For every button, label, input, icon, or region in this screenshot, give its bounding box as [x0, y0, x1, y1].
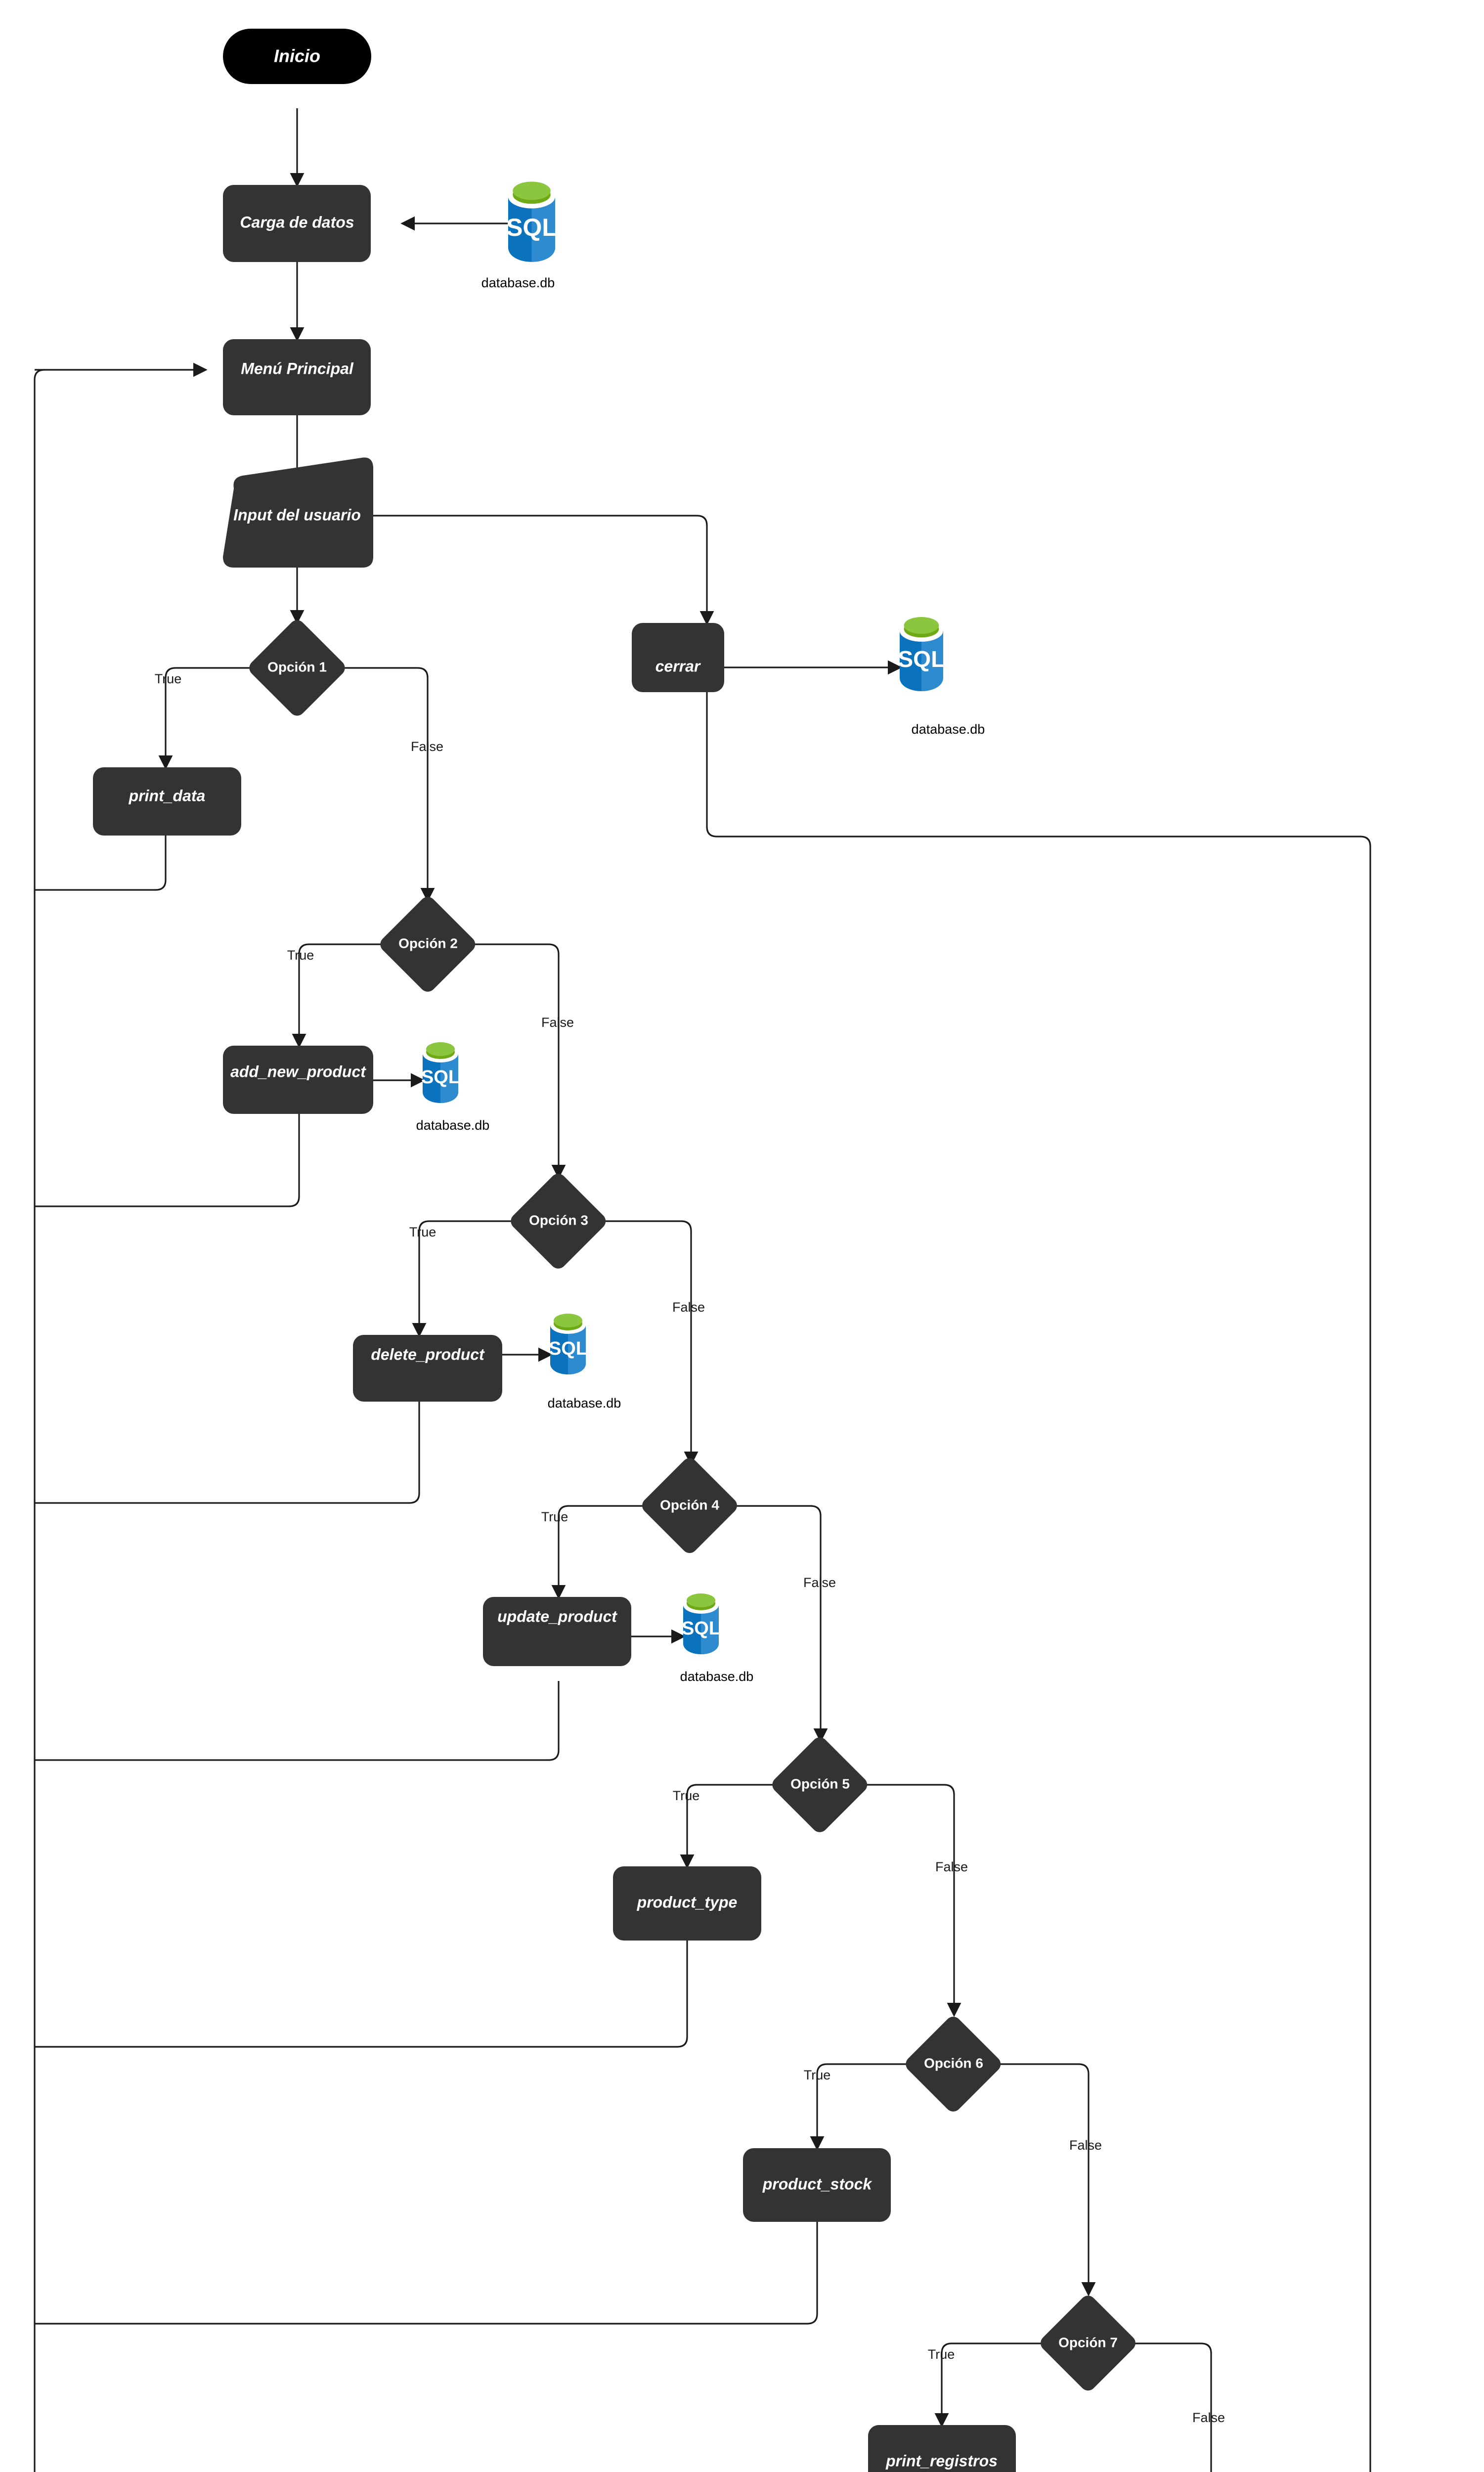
svg-text:add_new_product: add_new_product	[230, 1062, 366, 1080]
decision-opcion7[interactable]: Opción 7	[1037, 2293, 1138, 2394]
label-opcion2-false: False	[541, 1015, 574, 1030]
edge-opcion1-false	[333, 667, 435, 902]
label-opcion3-true: True	[409, 1225, 436, 1239]
node-carga-de-datos[interactable]: Carga de datos	[223, 185, 371, 262]
svg-text:Opción 2: Opción 2	[398, 935, 458, 951]
node-menu-principal[interactable]: Menú Principal	[223, 339, 371, 415]
decision-opcion3[interactable]: Opción 3	[508, 1170, 609, 1272]
decision-opcion6[interactable]: Opción 6	[903, 2013, 1004, 2115]
edge-opcion7-true	[934, 2342, 1052, 2428]
edge-opcion2-false	[464, 943, 566, 1179]
svg-text:product_type: product_type	[637, 1893, 738, 1911]
svg-text:Input del usuario: Input del usuario	[233, 506, 361, 524]
edge-opcion2-true	[292, 943, 393, 1048]
edge-input-cerrar	[373, 515, 714, 625]
node-add-new-product[interactable]: add_new_product	[223, 1046, 373, 1114]
left-return-rail	[34, 369, 45, 2472]
label-opcion3-false: False	[672, 1300, 705, 1315]
node-product-type[interactable]: product_type	[613, 1866, 761, 1941]
edge-printdata-return	[35, 836, 167, 891]
edge-opcion1-true	[158, 667, 261, 770]
database-cerrar: database.db	[898, 617, 985, 737]
node-product-stock[interactable]: product_stock	[743, 2148, 891, 2222]
svg-text:product_stock: product_stock	[762, 2175, 873, 2193]
label-opcion7-false: False	[1192, 2410, 1225, 2425]
edge-opcion4-true	[551, 1505, 654, 1599]
svg-text:Opción 4: Opción 4	[660, 1497, 719, 1512]
edge-addnew-return	[35, 1114, 300, 1207]
svg-text:Opción 6: Opción 6	[924, 2055, 983, 2071]
svg-text:Carga de datos: Carga de datos	[240, 213, 354, 231]
edge-productstock-return	[35, 2222, 818, 2325]
edge-opcion5-true	[680, 1784, 784, 1869]
edge-opcion6-false	[990, 2063, 1096, 2296]
node-update-product[interactable]: update_product	[483, 1597, 631, 1666]
edge-opcion5-false	[856, 1784, 961, 2017]
edge-opcion4-false	[726, 1505, 828, 1743]
database-carga-label: database.db	[481, 275, 555, 290]
node-print-data[interactable]: print_data	[93, 767, 241, 836]
svg-text:delete_product: delete_product	[371, 1345, 485, 1363]
database-delete-label: database.db	[548, 1396, 621, 1411]
edge-opcion3-true	[412, 1220, 523, 1337]
svg-text:Opción 7: Opción 7	[1058, 2335, 1118, 2350]
database-update-label: database.db	[680, 1669, 754, 1684]
edge-producttype-return	[35, 1941, 688, 2048]
database-update-product: database.db	[680, 1593, 754, 1684]
label-opcion4-false: False	[803, 1575, 836, 1590]
label-opcion2-true: True	[287, 948, 314, 963]
label-opcion6-true: True	[804, 2068, 831, 2082]
label-opcion7-true: True	[928, 2347, 955, 2362]
database-cerrar-label: database.db	[912, 722, 985, 737]
svg-text:Opción 5: Opción 5	[790, 1776, 850, 1791]
label-opcion5-false: False	[935, 1859, 968, 1874]
svg-text:Inicio: Inicio	[274, 46, 320, 66]
database-add-new-product: database.db	[416, 1042, 490, 1133]
database-delete-product: database.db	[548, 1314, 621, 1411]
svg-text:print_data: print_data	[129, 787, 206, 804]
database-carga: database.db	[481, 181, 558, 290]
node-inicio[interactable]: Inicio	[223, 29, 371, 84]
decision-opcion4[interactable]: Opción 4	[639, 1455, 740, 1556]
svg-text:Menú Principal: Menú Principal	[241, 359, 354, 377]
label-opcion1-false: False	[411, 739, 443, 754]
database-add-label: database.db	[416, 1118, 490, 1133]
edge-update-return	[35, 1681, 560, 1761]
label-opcion6-false: False	[1069, 2138, 1102, 2153]
label-opcion4-true: True	[541, 1509, 568, 1524]
svg-text:cerrar: cerrar	[655, 657, 701, 675]
svg-text:print_registros: print_registros	[885, 2452, 998, 2470]
label-opcion5-true: True	[673, 1788, 700, 1803]
edge-delete-return	[35, 1402, 420, 1504]
node-print-registros[interactable]: print_registros	[868, 2425, 1016, 2472]
svg-text:Opción 1: Opción 1	[267, 659, 327, 674]
decision-opcion5[interactable]: Opción 5	[769, 1734, 871, 1835]
edge-opcion6-true	[810, 2063, 917, 2151]
label-opcion1-true: True	[155, 671, 182, 686]
node-cerrar[interactable]: cerrar	[632, 623, 724, 692]
edge-opcion3-false	[595, 1220, 698, 1466]
svg-text:Opción 3: Opción 3	[529, 1212, 588, 1228]
decision-opcion1[interactable]: Opción 1	[246, 617, 348, 719]
decision-opcion2[interactable]: Opción 2	[377, 893, 479, 995]
svg-text:update_product: update_product	[497, 1607, 617, 1625]
node-input-del-usuario[interactable]: Input del usuario	[223, 457, 373, 568]
edge-cerrar-fin	[706, 692, 1371, 2472]
node-delete-product[interactable]: delete_product	[353, 1335, 502, 1402]
edge-opcion7-false	[1124, 2342, 1212, 2472]
